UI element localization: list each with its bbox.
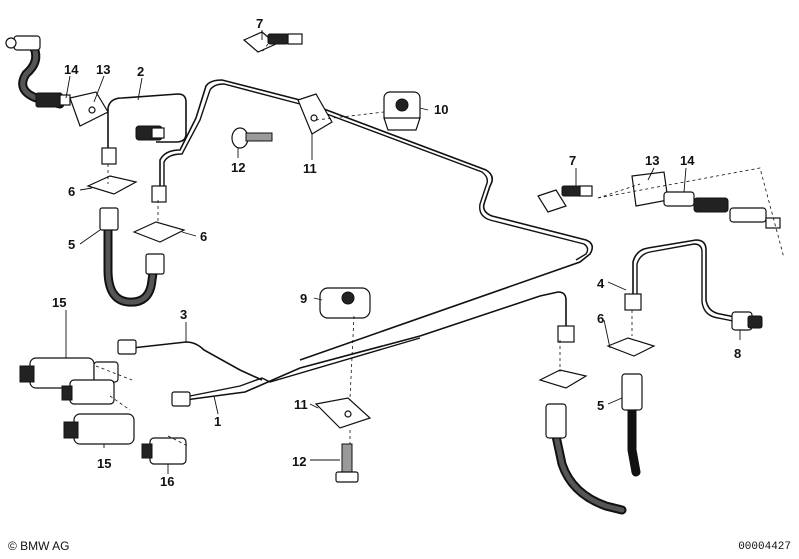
brake-hose-right-lower-core: [553, 433, 625, 513]
callout-4: 4: [597, 276, 605, 291]
hose-fitting-right-1: [621, 373, 643, 411]
callout-6-right: 6: [597, 311, 604, 326]
callout-9: 9: [300, 291, 307, 306]
callout-6-lower-left: 6: [200, 229, 207, 244]
callout-7-top: 7: [256, 16, 263, 31]
callout-15-upper: 15: [52, 295, 66, 310]
brake-pipe-4: [632, 239, 741, 319]
hose-fitting-left-bottom: [145, 253, 165, 275]
brake-pipe-2: [107, 93, 187, 150]
clip-6-right-lower: [538, 369, 588, 389]
callout-12-top: 12: [231, 160, 245, 175]
brake-pipe-main: [184, 291, 567, 401]
bracket-11-top: [297, 93, 333, 135]
clip-6-lower-left: [132, 221, 186, 243]
document-number: 00004427: [738, 541, 791, 553]
callout-7-right: 7: [569, 153, 576, 168]
copyright-label: © BMW AG: [8, 539, 70, 553]
bracket-13-left: [69, 91, 109, 127]
pipe-end-fitting-1: [171, 391, 191, 407]
brake-pipe-1: [189, 337, 421, 397]
hose-fitting-right-2: [545, 403, 567, 439]
union-fitting-pipe-2: [135, 125, 165, 141]
bracket-11-lower: [314, 397, 372, 429]
callout-13-right: 13: [645, 153, 659, 168]
callout-6-upper-left: 6: [68, 184, 75, 199]
clip-6-upper-left: [86, 175, 138, 195]
callout-1: 1: [214, 414, 221, 429]
dashed-guide-right-group: [597, 167, 785, 259]
pipe-nut-left-2: [151, 185, 167, 203]
hose-end-fitting-top-left: [5, 35, 71, 108]
callout-11-top: 11: [303, 161, 317, 176]
brake-pipe-4-inner: [636, 243, 739, 323]
bracket-13-right: [631, 171, 669, 207]
union-7-right: [537, 185, 593, 213]
callout-12-lower: 12: [292, 454, 306, 469]
wheel-cylinder-15-lower: [63, 413, 135, 445]
adapter-16-upper: [61, 379, 115, 405]
pipe-nut-left-1: [101, 147, 117, 165]
bolt-12-lower: [335, 443, 359, 483]
brake-pipe-upper-inner: [163, 83, 589, 261]
grommet-10: [383, 91, 421, 131]
dashed-guides: [95, 43, 633, 447]
pipe-nut-right-1: [624, 293, 642, 311]
brake-hose-upper-left-core: [20, 45, 63, 107]
union-8: [731, 311, 763, 331]
callout-2: 2: [137, 64, 144, 79]
callout-14-right: 14: [680, 153, 695, 168]
callout-16: 16: [160, 474, 174, 489]
union-7-top: [242, 31, 303, 53]
brake-hose-right: [627, 405, 641, 477]
brake-pipe-upper: [159, 79, 594, 361]
callout-3: 3: [180, 307, 187, 322]
pipe-end-fitting-3: [117, 339, 137, 355]
callout-5-left: 5: [68, 237, 75, 252]
callout-15-lower: 15: [97, 456, 111, 471]
brake-hose-14-right: [663, 191, 781, 229]
pipe-nut-right-2: [557, 325, 575, 343]
brake-hose-left-core: [105, 225, 157, 305]
callout-13-left: 13: [96, 62, 110, 77]
callout-11-lower: 11: [294, 397, 308, 412]
callout-10: 10: [434, 102, 448, 117]
bolt-12-top: [231, 127, 273, 149]
leader-lines: [65, 30, 741, 474]
hose-fitting-left-top: [99, 207, 119, 231]
callout-14-left: 14: [64, 62, 79, 77]
callout-5-right: 5: [597, 398, 604, 413]
callout-8: 8: [734, 346, 741, 361]
grommet-9: [319, 287, 371, 319]
clip-6-right-upper: [606, 337, 656, 357]
adapter-16-lower: [141, 437, 187, 465]
brake-pipe-3: [131, 341, 263, 381]
